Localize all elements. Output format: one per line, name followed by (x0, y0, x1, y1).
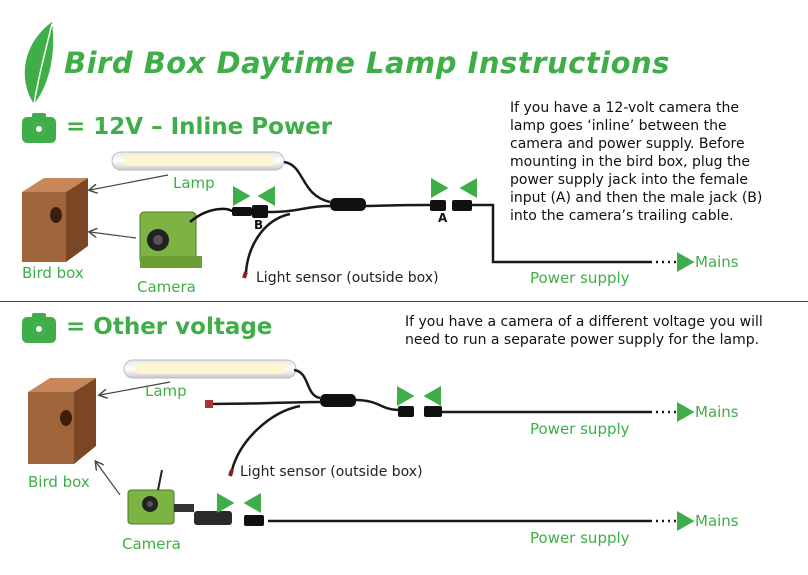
lamp-icon (123, 359, 297, 379)
page-title: Bird Box Daytime Lamp Instructions (64, 46, 670, 80)
section-heading: = Other voltage (66, 314, 273, 340)
lamp-label: Lamp (145, 382, 187, 400)
bird-box-icon (28, 378, 96, 464)
lamp-icon (111, 151, 285, 171)
camera-icon (22, 113, 56, 143)
bird-box-label: Bird box (22, 264, 84, 282)
camera-icon (139, 207, 234, 268)
camera-icon (127, 469, 232, 525)
instruction-note: If you have a camera of a different volt… (405, 314, 763, 348)
lamp-label: Lamp (173, 174, 215, 192)
mains-label: Mains (695, 403, 739, 421)
pointer-arrows-2 (96, 381, 171, 496)
bird-box-label: Bird box (28, 473, 90, 491)
power-supply-label: Power supply (530, 269, 630, 287)
bird-box-icon (22, 178, 88, 262)
jack-b-label: B (254, 218, 264, 232)
camera-icon (22, 313, 56, 343)
connect-arrows-2 (217, 386, 441, 513)
power-supply-label: Power supply (530, 529, 630, 547)
cable-network-2 (209, 368, 650, 523)
mains-label: Mains (695, 512, 739, 530)
instruction-note: If you have a 12-volt camera the lamp go… (510, 100, 763, 224)
camera-label: Camera (122, 535, 181, 553)
feather-icon (24, 22, 54, 105)
light-sensor-label: Light sensor (outside box) (240, 464, 423, 480)
power-supply-label: Power supply (530, 420, 630, 438)
mains-label: Mains (695, 253, 739, 271)
section-heading: = 12V – Inline Power (66, 114, 333, 140)
light-sensor-label: Light sensor (outside box) (256, 270, 439, 286)
camera-label: Camera (137, 278, 196, 296)
jack-a-label: A (438, 211, 448, 225)
connect-arrows-1 (233, 178, 477, 206)
section-divider (0, 301, 808, 302)
pointer-arrows-1 (90, 174, 169, 239)
